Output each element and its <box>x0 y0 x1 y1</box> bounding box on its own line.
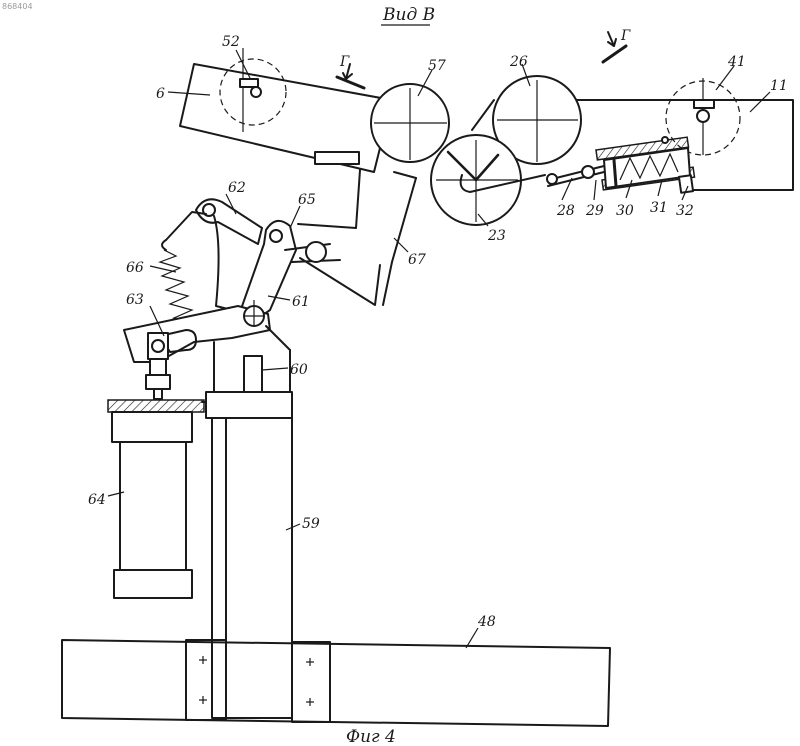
link-62 <box>196 199 262 312</box>
section-mark-left: Г <box>337 54 364 88</box>
label-65: 65 <box>298 192 316 208</box>
label-64: 64 <box>88 492 106 508</box>
housing-63 <box>124 300 270 362</box>
bracket-67 <box>298 170 416 305</box>
label-32: 32 <box>676 203 694 219</box>
label-57: 57 <box>428 58 446 74</box>
label-63: 63 <box>126 292 144 308</box>
svg-text:Вид В: Вид В <box>382 5 435 25</box>
svg-text:Г: Г <box>339 54 350 70</box>
label-52: 52 <box>222 34 240 50</box>
label-48: 48 <box>477 614 496 630</box>
label-31: 31 <box>650 200 668 216</box>
clevis-64 <box>146 333 170 399</box>
label-41: 41 <box>727 54 746 70</box>
label-11: 11 <box>770 78 788 94</box>
label-59: 59 <box>302 516 320 532</box>
view-title: Вид В <box>381 5 435 25</box>
label-26: 26 <box>509 54 528 70</box>
label-23: 23 <box>487 228 506 244</box>
roller-57 <box>371 84 449 162</box>
svg-text:Г: Г <box>620 28 631 44</box>
spring-cylinder-29-32 <box>596 137 694 193</box>
upper-left-body <box>180 64 392 172</box>
label-60: 60 <box>290 362 308 378</box>
cylinder-64 <box>112 412 192 598</box>
section-mark-right: Г <box>603 28 631 62</box>
label-6: 6 <box>156 86 165 102</box>
label-62: 62 <box>228 180 246 196</box>
label-66: 66 <box>126 260 144 276</box>
post-59 <box>212 418 292 718</box>
base-48 <box>62 640 610 726</box>
label-67: 67 <box>408 252 426 268</box>
corner-code: 868404 <box>2 2 33 11</box>
label-61: 61 <box>292 294 310 310</box>
spring-hook <box>162 212 206 250</box>
label-30: 30 <box>616 203 634 219</box>
label-28: 28 <box>556 203 575 219</box>
label-29: 29 <box>585 203 604 219</box>
figure-caption: Фиг 4 <box>346 727 396 746</box>
